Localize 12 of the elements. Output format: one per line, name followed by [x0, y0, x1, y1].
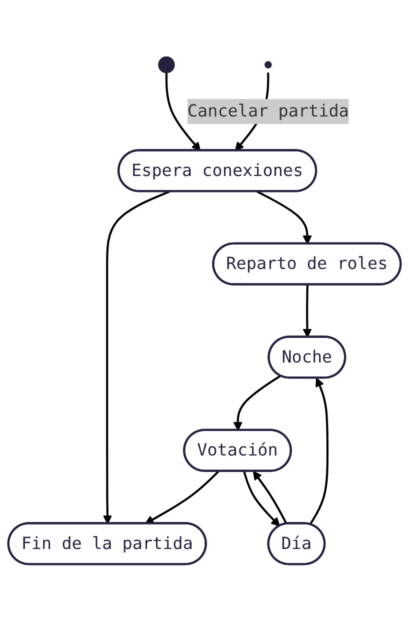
- arrow: [144, 470, 220, 524]
- arrow: [252, 470, 288, 524]
- node-circle: [158, 56, 175, 74]
- arrow: [256, 190, 312, 244]
- arrow: [165, 72, 201, 152]
- arrow: [102, 190, 170, 524]
- node-dot: [264, 61, 272, 68]
- arrow: [233, 374, 281, 431]
- arrow: [302, 284, 312, 338]
- edge-label: Cancelar partida: [187, 100, 349, 121]
- arrow: [309, 378, 329, 526]
- arrow: [243, 471, 280, 527]
